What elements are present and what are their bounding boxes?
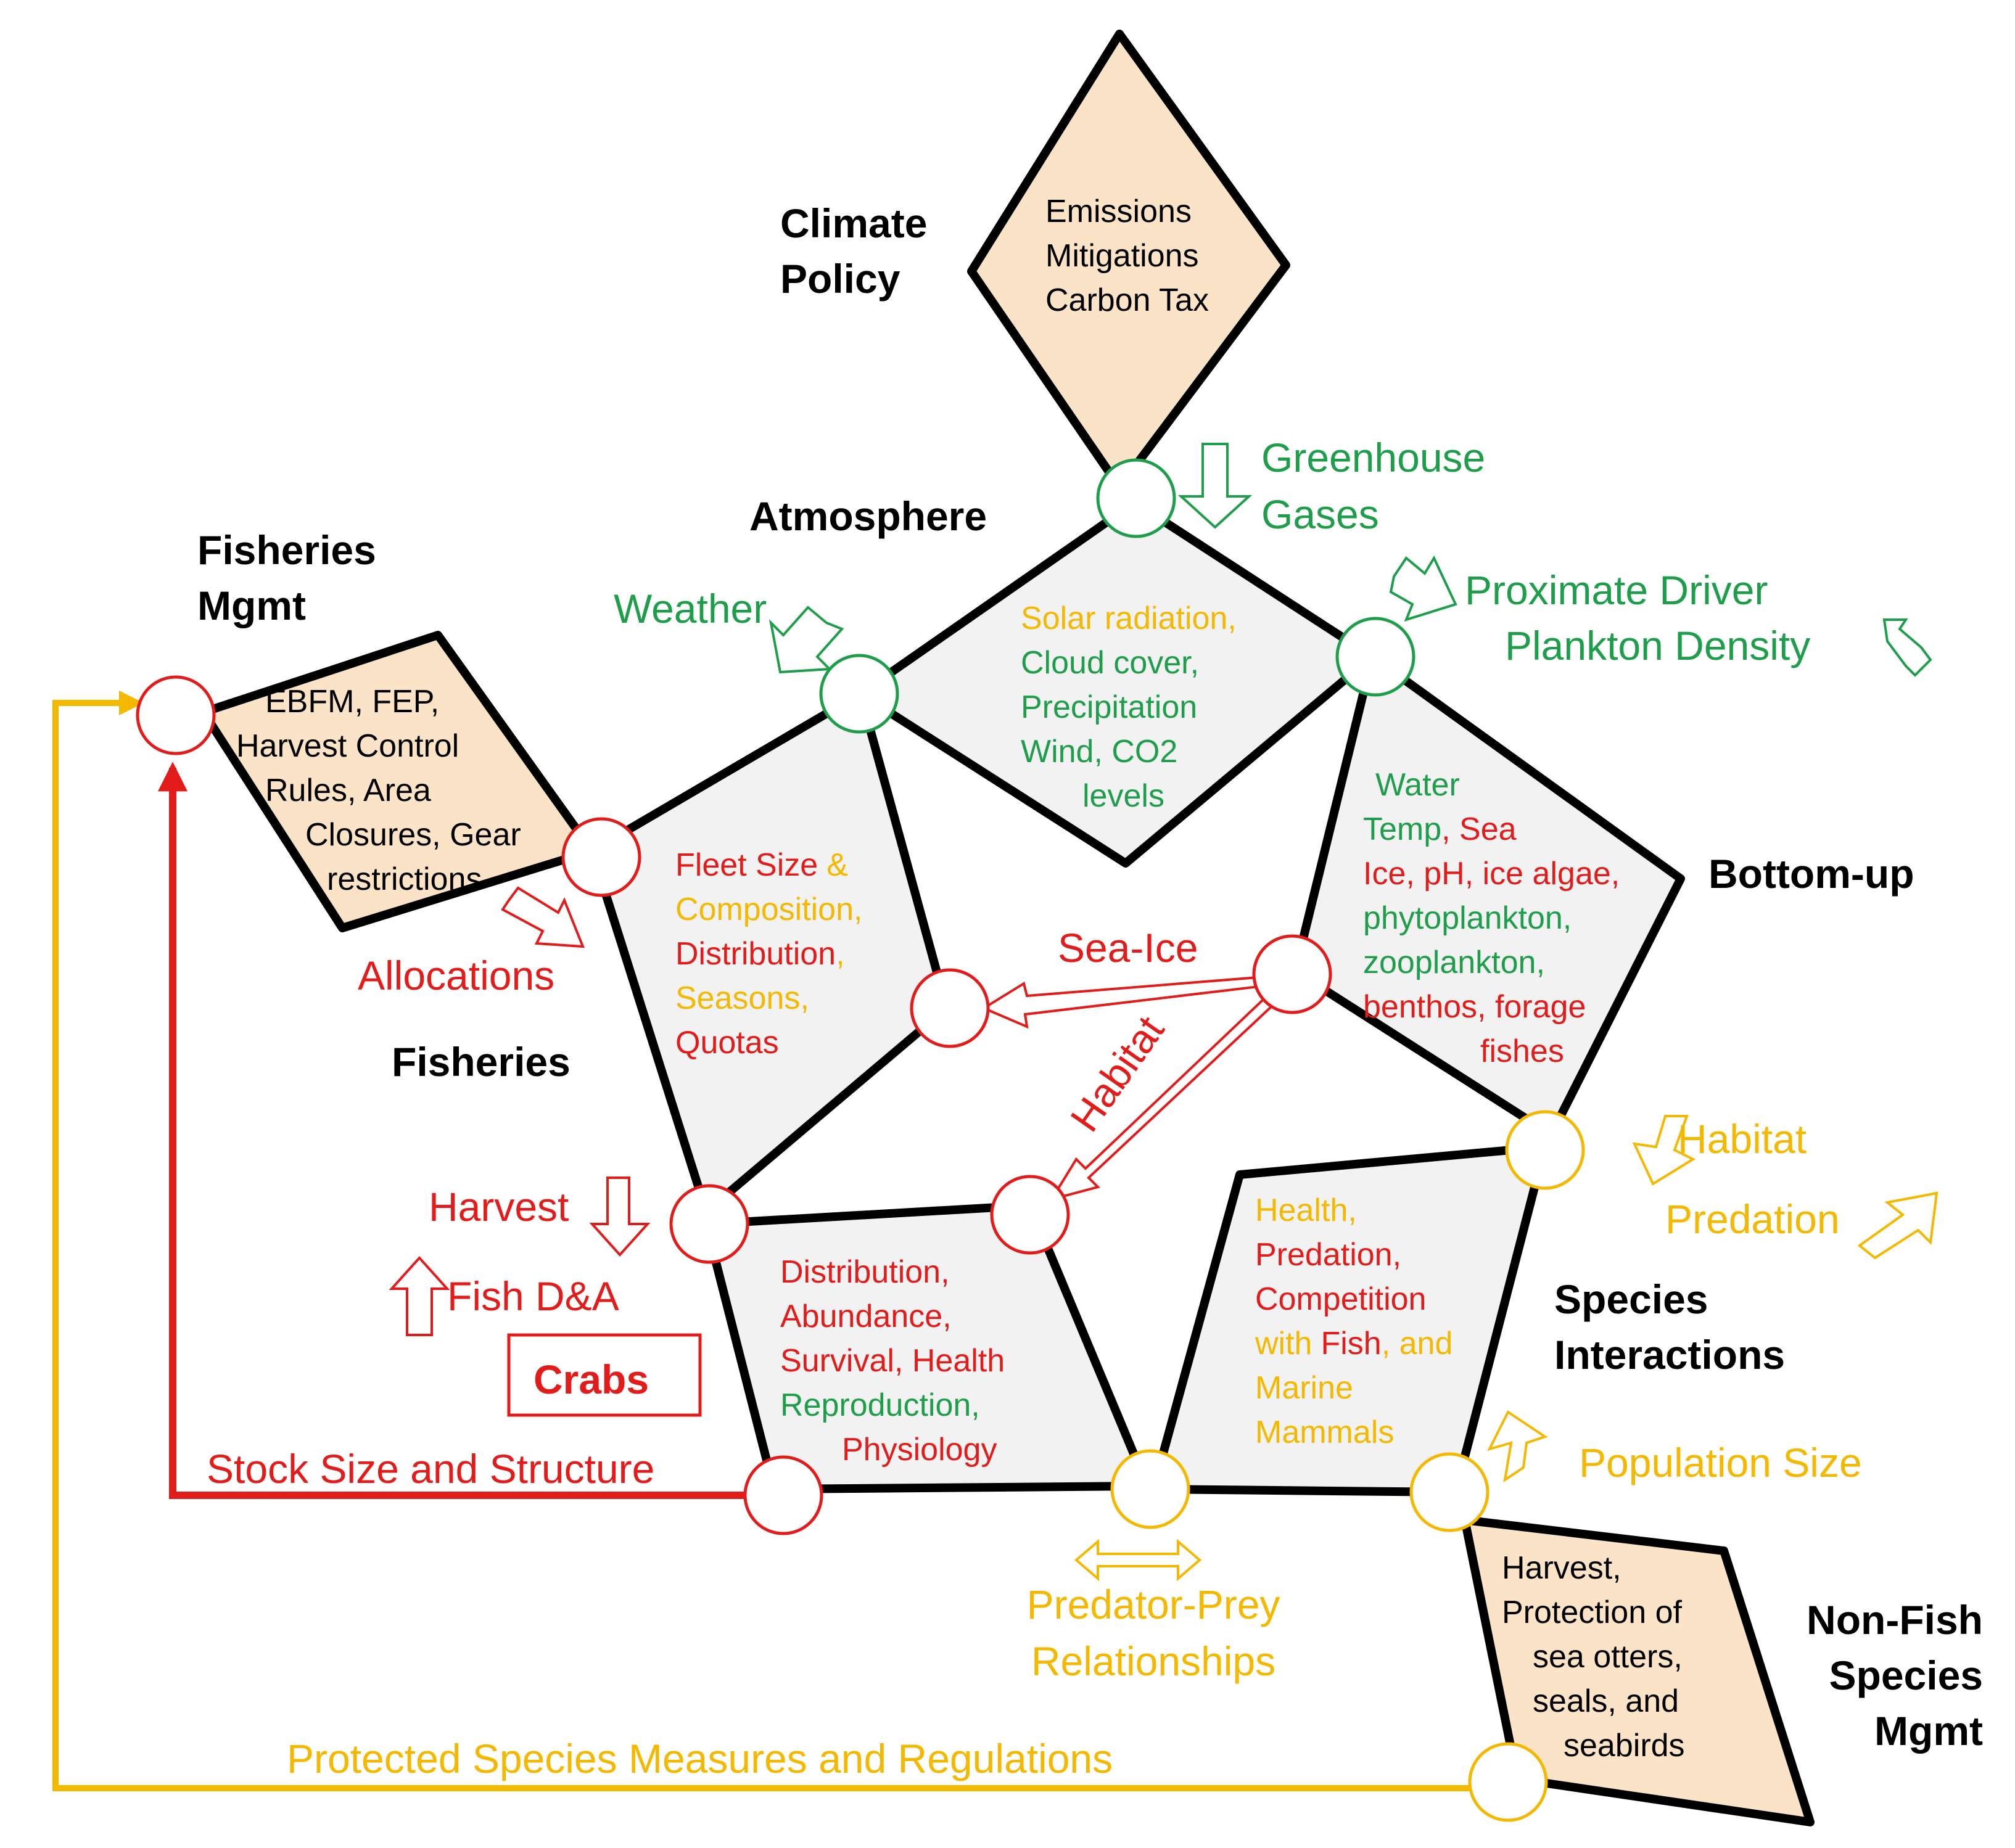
sea-ice-label: Sea-Ice (1058, 925, 1198, 971)
habitat-right-label: Habitat (1678, 1116, 1807, 1162)
sea-ice-arrow (981, 975, 1259, 1029)
atmosphere-box (856, 498, 1377, 868)
atmosphere-box-text: Solar radiation, Cloud cover, Precipitat… (1021, 601, 1245, 814)
predation-right-label: Predation (1665, 1196, 1840, 1242)
plankton-arrow (1882, 618, 1932, 677)
habitat-right-arrow (1632, 1115, 1696, 1186)
crab-box-text: Distribution, Abundance, Survival, Healt… (780, 1254, 1014, 1468)
fisheries-label: Fisheries (392, 1039, 571, 1085)
bottom-up-box-text: Water Temp, Sea Ice, pH, ice algae, phyt… (1363, 767, 1629, 1069)
weather-label: Weather (614, 586, 767, 631)
node-allocations (561, 817, 641, 897)
allocations-label: Allocations (358, 953, 554, 998)
node-population-size (1409, 1452, 1490, 1532)
atmosphere-label: Atmosphere (749, 493, 987, 539)
node-protected (1468, 1742, 1548, 1822)
weather-arrow (769, 606, 844, 674)
node-sea-ice-target (910, 968, 990, 1048)
proximate-arrow (1389, 555, 1457, 622)
node-weather (819, 654, 899, 734)
population-size-label: Population Size (1579, 1440, 1862, 1485)
stock-size-feedback-line (158, 762, 777, 1499)
population-size-arrow (1487, 1410, 1548, 1483)
predation-right-arrow (1857, 1191, 1939, 1260)
proximate-label: Proximate Driver (1465, 567, 1768, 613)
node-harvest (669, 1184, 749, 1264)
predator-prey-arrow (1074, 1538, 1202, 1582)
protected-species-feedback-line (52, 691, 1477, 1791)
allocations-arrow (501, 886, 585, 948)
stock-size-label: Stock Size and Structure (207, 1446, 654, 1492)
fish-da-arrow (389, 1256, 450, 1336)
node-habitat-right (1505, 1110, 1585, 1190)
greenhouse-arrow (1177, 443, 1253, 529)
crabs-box (507, 1333, 702, 1417)
node-proximate (1335, 617, 1415, 697)
fish-da-label: Fish D&A (447, 1273, 619, 1319)
node-stock-size (743, 1455, 823, 1535)
bottom-up-label: Bottom-up (1708, 851, 1914, 897)
node-greenhouse (1096, 458, 1176, 538)
harvest-label: Harvest (429, 1184, 569, 1230)
node-habitat-target (990, 1175, 1070, 1255)
non-fish-mgmt-box (1461, 1516, 1815, 1826)
node-fisheries-mgmt (136, 675, 216, 755)
habitat-diagonal-label: Habitat (1061, 1008, 1173, 1140)
habitat-diagonal-arrow (1049, 988, 1285, 1202)
plankton-label: Plankton Density (1505, 623, 1810, 668)
node-sea-ice-source (1252, 934, 1332, 1014)
harvest-arrow (589, 1177, 651, 1257)
protected-label: Protected Species Measures and Regulatio… (287, 1736, 1113, 1781)
crabs-label: Crabs (534, 1357, 649, 1402)
node-predator-prey (1110, 1449, 1190, 1529)
fisheries-box-text: Fleet Size& Composition, Distribution, S… (675, 847, 872, 1061)
